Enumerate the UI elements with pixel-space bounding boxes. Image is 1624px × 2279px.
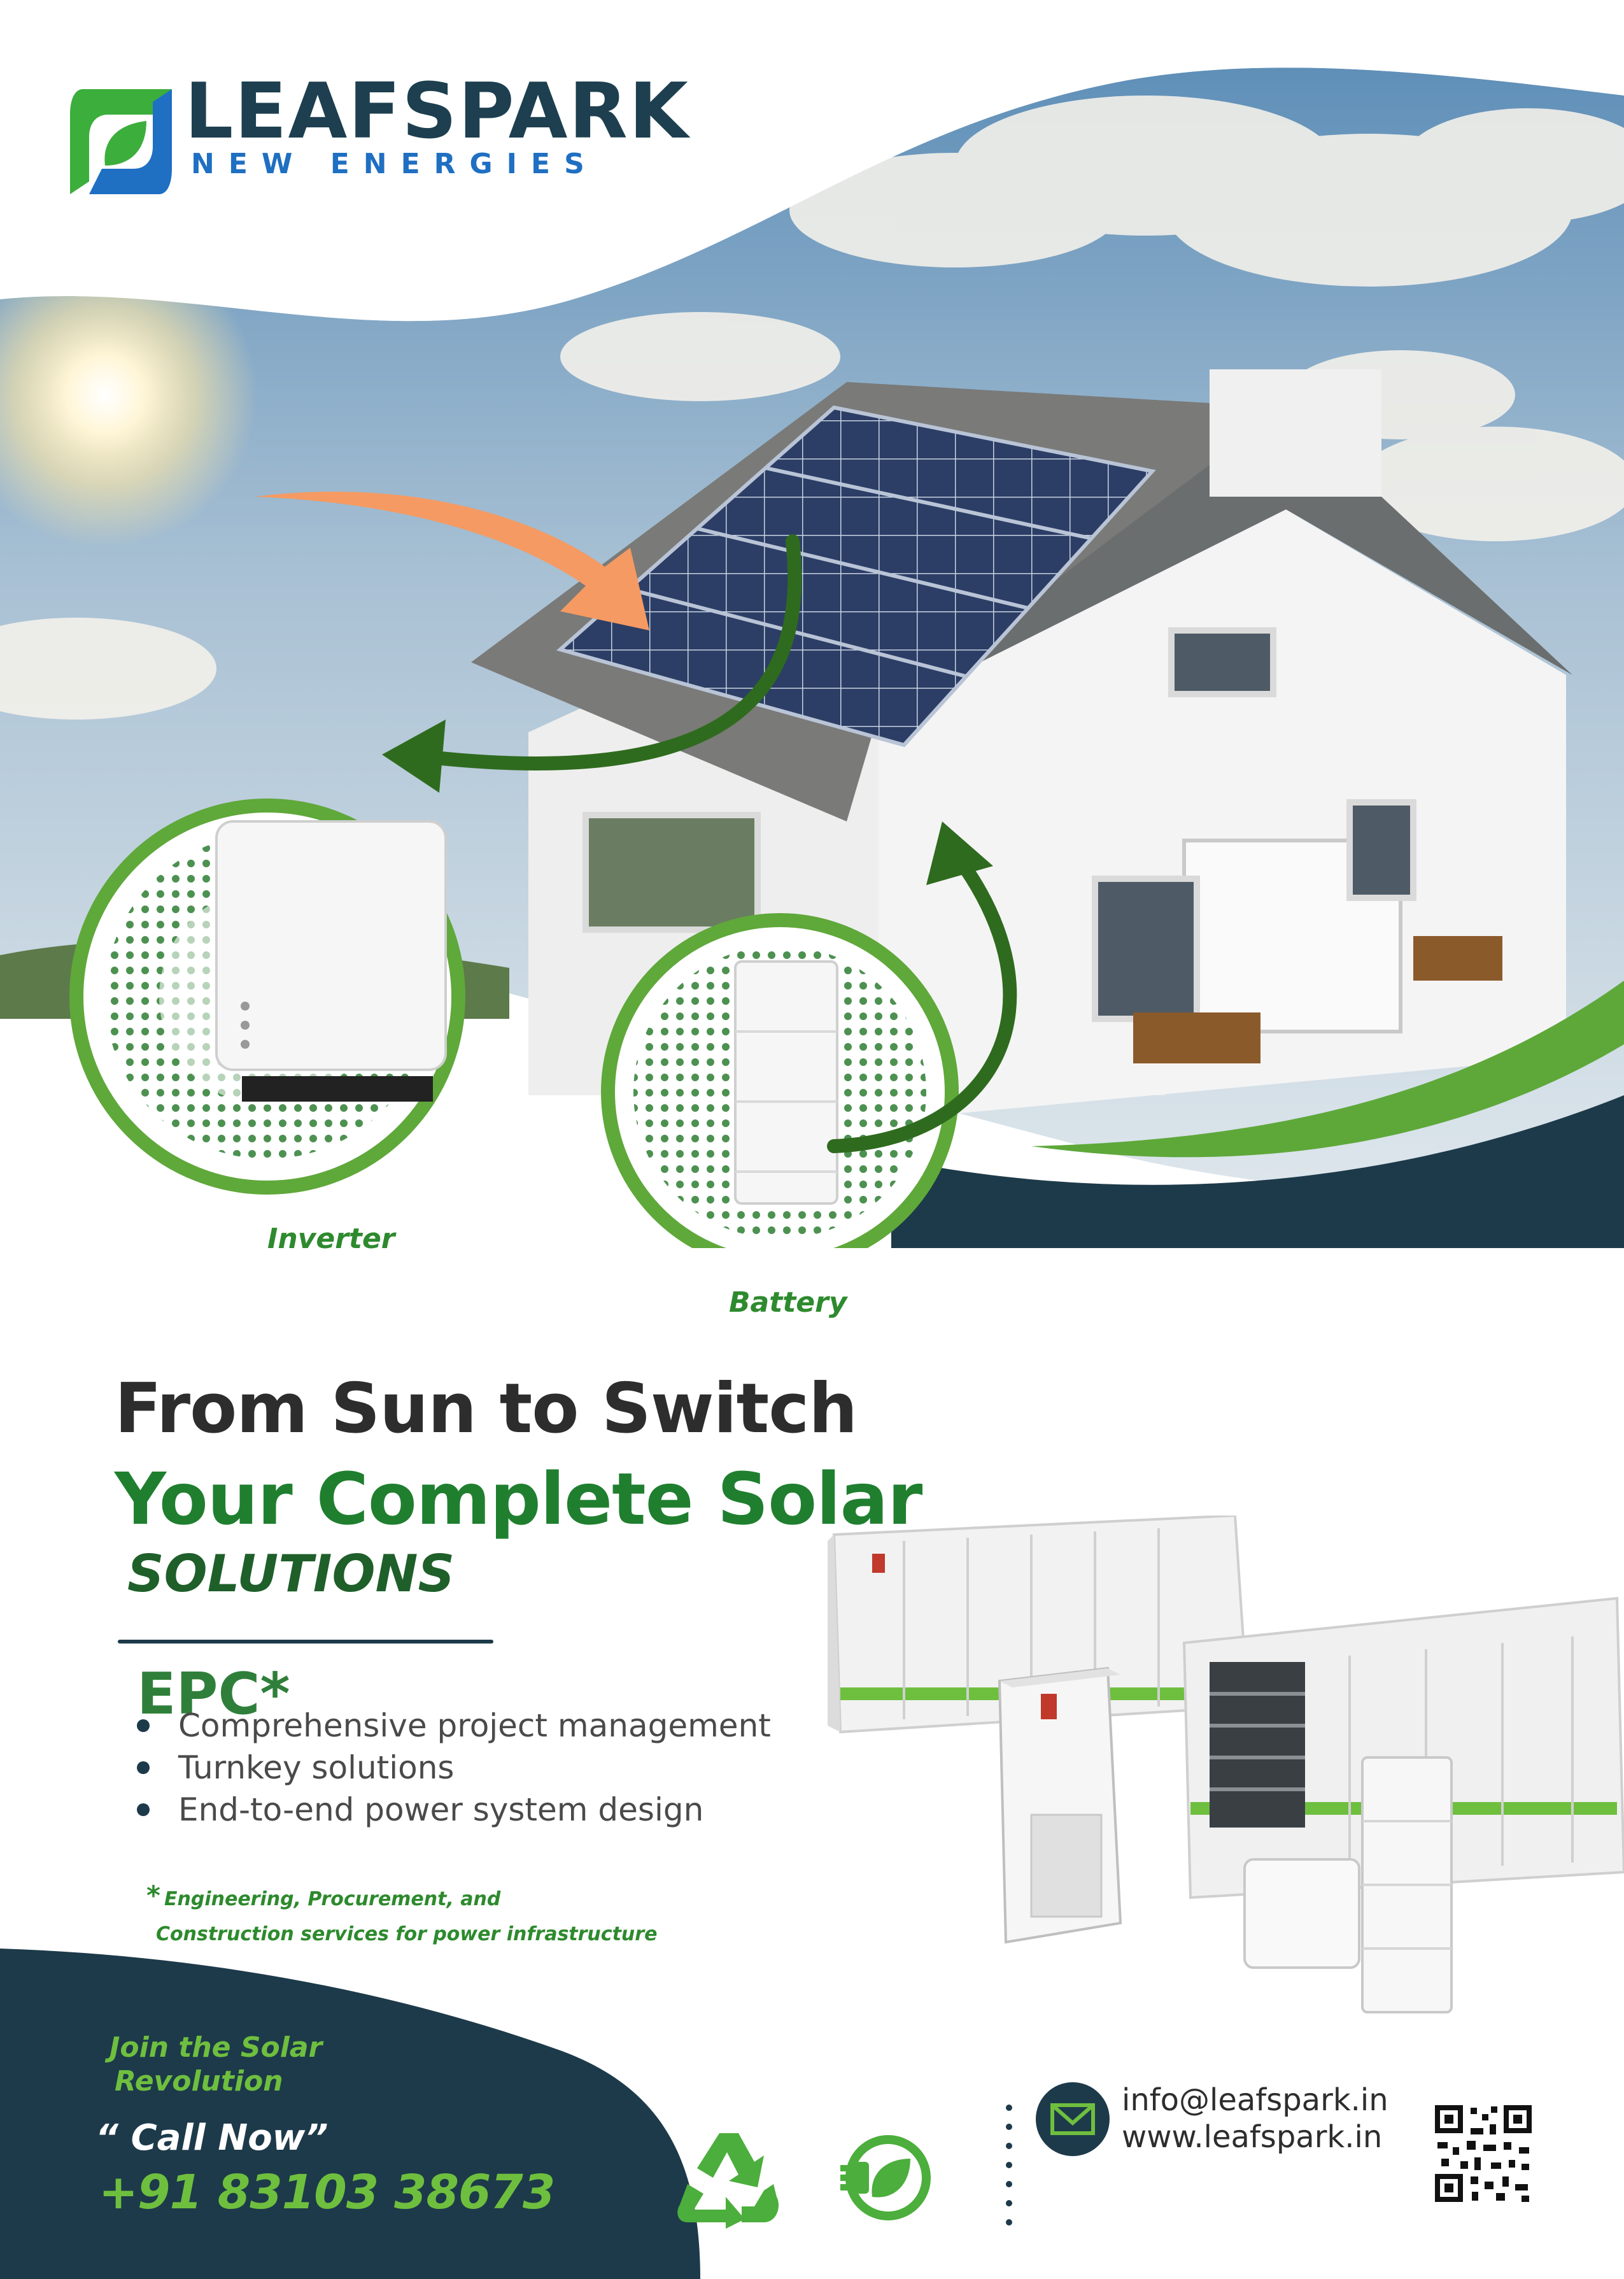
- ground-sweep-green: [1031, 981, 1624, 1158]
- mail-icon: [1036, 2082, 1110, 2156]
- battery-circle: [601, 913, 959, 1248]
- join-line-1: Join the Solar: [109, 2031, 323, 2064]
- email-link[interactable]: info@leafspark.in: [1122, 2082, 1388, 2118]
- brand-name: LEAFSPARK: [185, 67, 689, 156]
- footnote-line-1: Engineering, Procurement, and: [164, 1888, 501, 1910]
- qr-code[interactable]: [1432, 2103, 1534, 2204]
- epc-title: EPC*: [137, 1661, 290, 1728]
- inverter-circle: [69, 799, 465, 1195]
- bullet-icon: [137, 1803, 150, 1816]
- headline-line-3: SOLUTIONS: [127, 1544, 455, 1603]
- hero-illustration: [0, 0, 1624, 1248]
- bullet-text: Turnkey solutions: [178, 1749, 455, 1786]
- list-item: Turnkey solutions: [137, 1749, 454, 1787]
- call-now-label: “ Call Now”: [95, 2117, 328, 2159]
- website-link[interactable]: www.leafspark.in: [1122, 2119, 1383, 2155]
- leaf-logo-icon: [70, 89, 172, 194]
- bullet-icon: [137, 1761, 150, 1774]
- top-white-wave: [0, 0, 1624, 322]
- arrow-panel-to-inverter: [400, 534, 802, 770]
- dotted-separator: [1006, 2105, 1012, 2226]
- sun: [0, 242, 258, 548]
- eco-plug-icon: [840, 2135, 931, 2220]
- house: [471, 369, 1572, 1121]
- bullet-text: End-to-end power system design: [178, 1791, 704, 1828]
- equipment-illustration: [828, 1516, 1624, 2013]
- list-item: Comprehensive project management: [137, 1707, 771, 1745]
- bullet-text: Comprehensive project management: [178, 1707, 771, 1744]
- headline-line-2: Your Complete Solar: [115, 1458, 922, 1541]
- brand-logo: LEAFSPARK NEW ENERGIES: [64, 67, 688, 204]
- list-item: End-to-end power system design: [137, 1791, 703, 1829]
- bullet-icon: [137, 1719, 150, 1732]
- inverter-label: Inverter: [267, 1223, 395, 1255]
- section-divider: [118, 1640, 493, 1644]
- join-line-2: Revolution: [115, 2065, 283, 2098]
- recycle-icon: [677, 2133, 779, 2229]
- headline-line-1: From Sun to Switch: [115, 1369, 858, 1449]
- sun-arrow: [255, 492, 649, 630]
- brand-tagline: NEW ENERGIES: [191, 148, 598, 180]
- ground-sweep-navy: [891, 1095, 1624, 1248]
- arrow-battery-to-house: [827, 846, 1017, 1153]
- phone-number[interactable]: +91 83103 38673: [99, 2165, 555, 2220]
- footer-background: [0, 1949, 1624, 2279]
- footnote-star: *: [146, 1880, 160, 1911]
- footnote-line-2: Construction services for power infrastr…: [156, 1923, 658, 1945]
- battery-label: Battery: [729, 1286, 847, 1319]
